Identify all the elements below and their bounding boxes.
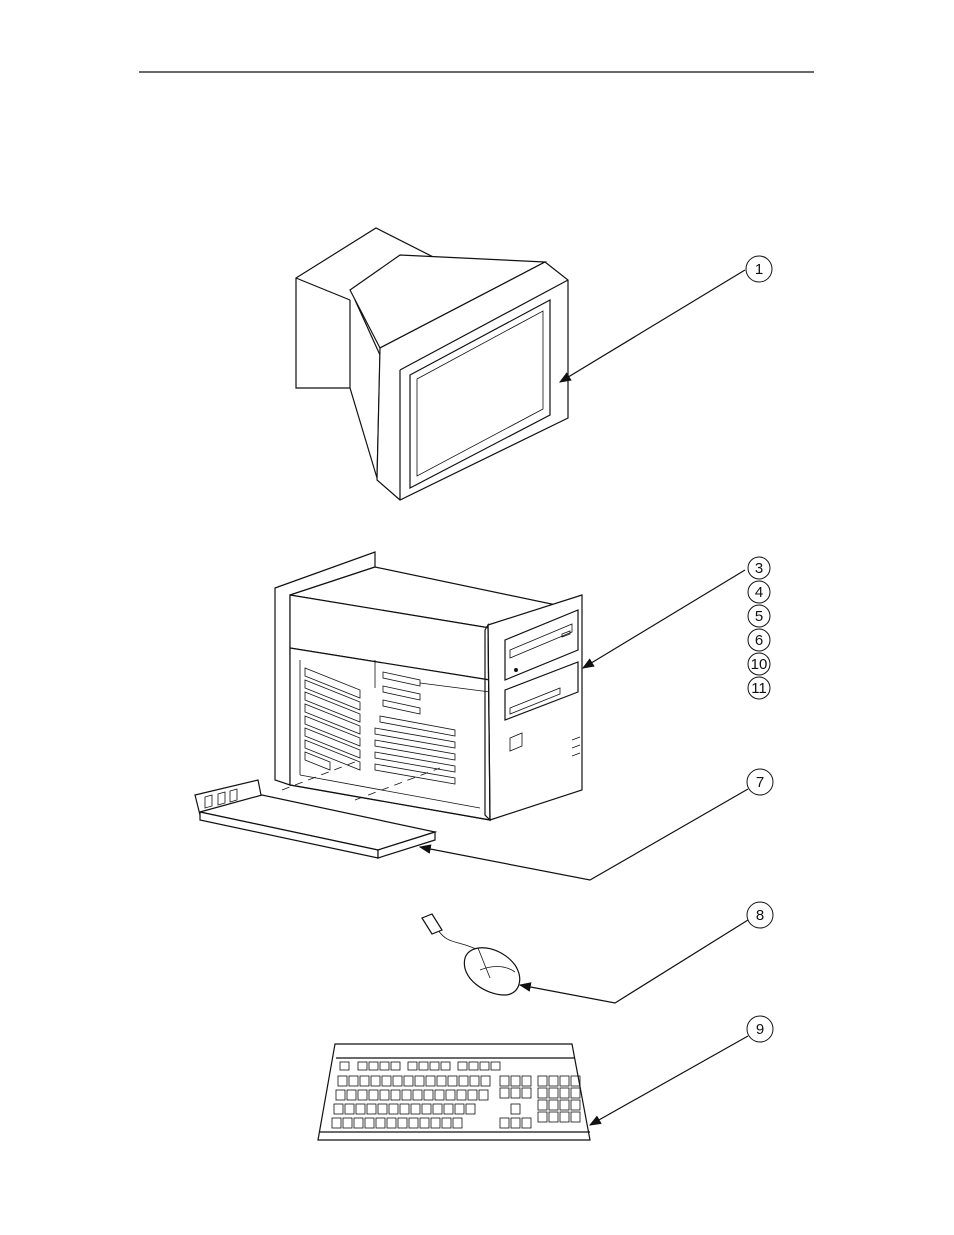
callout-11: 11 bbox=[748, 677, 770, 699]
keyboard-illustration bbox=[318, 1044, 590, 1140]
mouse-illustration bbox=[422, 914, 520, 995]
callout-7: 7 bbox=[747, 769, 773, 795]
callout-5-label: 5 bbox=[755, 608, 763, 625]
callout-11-label: 11 bbox=[751, 680, 767, 697]
callout-8-label: 8 bbox=[756, 907, 764, 924]
callout-4: 4 bbox=[748, 581, 770, 603]
callout-1-label: 1 bbox=[755, 261, 763, 278]
callout-3-label: 3 bbox=[755, 560, 763, 577]
callout-5: 5 bbox=[748, 605, 770, 627]
callout-4-label: 4 bbox=[755, 584, 763, 601]
callout-1: 1 bbox=[746, 256, 772, 282]
system-unit-illustration bbox=[275, 552, 582, 820]
callout-6: 6 bbox=[748, 629, 770, 651]
callout-3: 3 bbox=[748, 557, 770, 579]
callout-9-label: 9 bbox=[756, 1021, 764, 1038]
callout-8: 8 bbox=[747, 902, 773, 928]
monitor-illustration bbox=[296, 228, 568, 500]
callout-9: 9 bbox=[747, 1016, 773, 1042]
callout-10: 10 bbox=[748, 653, 770, 675]
callout-7-label: 7 bbox=[756, 774, 764, 791]
callout-6-label: 6 bbox=[755, 632, 763, 649]
callout-10-label: 10 bbox=[751, 656, 768, 673]
